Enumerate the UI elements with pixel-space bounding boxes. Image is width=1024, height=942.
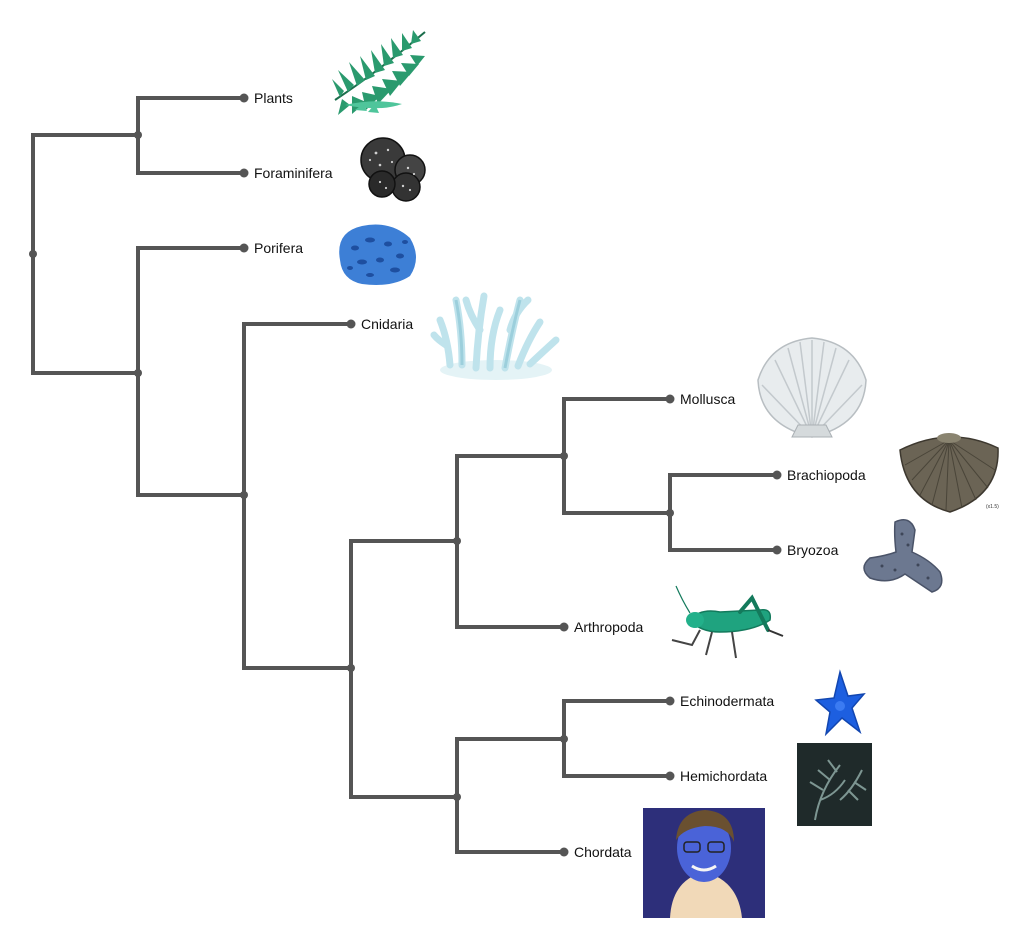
branch-deuterostomes (455, 737, 566, 854)
tip-brachiopoda: Brachiopoda (772, 467, 866, 483)
taxon-label: Bryozoa (787, 542, 839, 558)
tip-mollusca: Mollusca (665, 391, 735, 407)
scallop-shell-icon (757, 337, 867, 438)
tip-dot (239, 243, 249, 253)
taxon-label: Porifera (254, 240, 303, 256)
branch-plants-foram (136, 96, 246, 175)
taxon-label: Chordata (574, 844, 632, 860)
tip-dot (239, 93, 249, 103)
branch-brach-bryo (668, 473, 779, 552)
tip-dot (665, 771, 675, 781)
tip-chordata: Chordata (559, 844, 632, 860)
taxon-label: Hemichordata (680, 768, 767, 784)
tip-porifera: Porifera (239, 240, 303, 256)
coral-icon (430, 292, 560, 380)
taxon-label: Brachiopoda (787, 467, 866, 483)
branch-lophotrochozoa (562, 397, 672, 515)
node-plants-foram (134, 131, 142, 139)
graptolite-fossil-icon (797, 743, 872, 826)
branch-cnidaria (242, 322, 353, 670)
internal-nodes (29, 131, 674, 801)
node-root (29, 250, 37, 258)
taxon-label: Echinodermata (680, 693, 774, 709)
fern-icon (332, 30, 426, 115)
taxon-label: Plants (254, 90, 293, 106)
taxon-label: Arthropoda (574, 619, 643, 635)
tip-foraminifera: Foraminifera (239, 165, 333, 181)
tip-dot (665, 696, 675, 706)
tip-bryozoa: Bryozoa (772, 542, 839, 558)
branch-ambulacraria (562, 699, 672, 778)
node-lophotrochozoa (560, 452, 568, 460)
node-ambulacraria (560, 735, 568, 743)
taxon-label: Foraminifera (254, 165, 333, 181)
node-deuterostomes (453, 793, 461, 801)
tip-dot (665, 394, 675, 404)
tree-branches (31, 96, 779, 854)
branch-bilateria (349, 539, 459, 799)
taxon-label: Cnidaria (361, 316, 413, 332)
node-protostomes (453, 537, 461, 545)
tip-cnidaria: Cnidaria (346, 316, 413, 332)
human-portrait-icon (643, 808, 765, 918)
node-bilateria (347, 664, 355, 672)
taxon-label: Mollusca (680, 391, 735, 407)
foraminifera-shell-icon (360, 137, 426, 202)
tip-arthropoda: Arthropoda (559, 619, 643, 635)
branch-porifera (136, 246, 246, 497)
tip-dot (772, 545, 782, 555)
brachiopod-fossil-icon: (x1.5) (899, 433, 999, 513)
sponge-icon (339, 224, 416, 285)
scale-note: (x1.5) (986, 504, 999, 510)
tip-dot (346, 319, 356, 329)
tip-plants: Plants (239, 90, 293, 106)
bryozoan-fossil-icon (863, 519, 943, 593)
node-eumetazoa (240, 491, 248, 499)
branch-root (31, 133, 140, 375)
node-brach-bryo (666, 509, 674, 517)
tip-dot (772, 470, 782, 480)
starfish-icon (814, 669, 866, 737)
tip-dot (559, 847, 569, 857)
tip-dot (239, 168, 249, 178)
tip-echinodermata: Echinodermata (665, 693, 774, 709)
grasshopper-icon (671, 585, 784, 659)
tip-dot (559, 622, 569, 632)
node-animals (134, 369, 142, 377)
branch-protostomes (455, 454, 566, 629)
tip-hemichordata: Hemichordata (665, 768, 767, 784)
